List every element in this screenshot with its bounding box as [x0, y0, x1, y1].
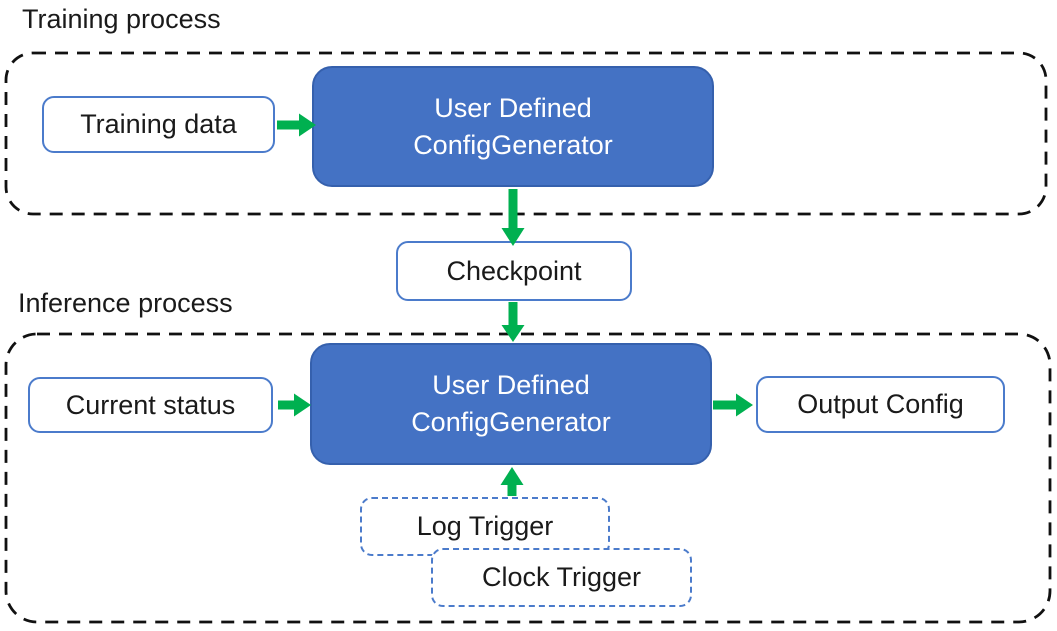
arrow-triggers-to-generator — [500, 467, 524, 496]
config-generator-training-label-line2: ConfigGenerator — [413, 129, 613, 160]
config-generator-inference-label-line1: User Defined — [432, 370, 590, 400]
inference-section-title: Inference process — [18, 288, 233, 318]
current-status-label: Current status — [65, 389, 236, 420]
arrow-generator-to-checkpoint — [501, 189, 525, 246]
current-status-node: Current status — [28, 377, 273, 433]
arrow-checkpoint-to-inference-generator — [501, 302, 525, 342]
training-data-node: Training data — [42, 96, 275, 153]
arrow-current-status-to-generator — [278, 393, 311, 417]
checkpoint-label: Checkpoint — [446, 255, 582, 286]
log-trigger-label: Log Trigger — [416, 511, 554, 541]
config-generator-inference-label-line2: ConfigGenerator — [411, 407, 611, 437]
arrow-training-data-to-generator — [277, 113, 316, 137]
clock-trigger-node: Clock Trigger — [431, 548, 692, 607]
training-section-title: Training process — [22, 4, 221, 34]
config-generator-inference-node: User Defined ConfigGenerator — [310, 343, 712, 465]
output-config-label: Output Config — [797, 389, 964, 419]
arrow-generator-to-output-config — [713, 393, 753, 417]
training-data-label: Training data — [80, 109, 237, 139]
config-generator-training-label-line1: User Defined — [434, 92, 592, 123]
checkpoint-node: Checkpoint — [396, 241, 632, 301]
config-generator-training-node: User Defined ConfigGenerator — [312, 66, 714, 187]
clock-trigger-label: Clock Trigger — [481, 562, 642, 592]
output-config-node: Output Config — [756, 376, 1005, 433]
